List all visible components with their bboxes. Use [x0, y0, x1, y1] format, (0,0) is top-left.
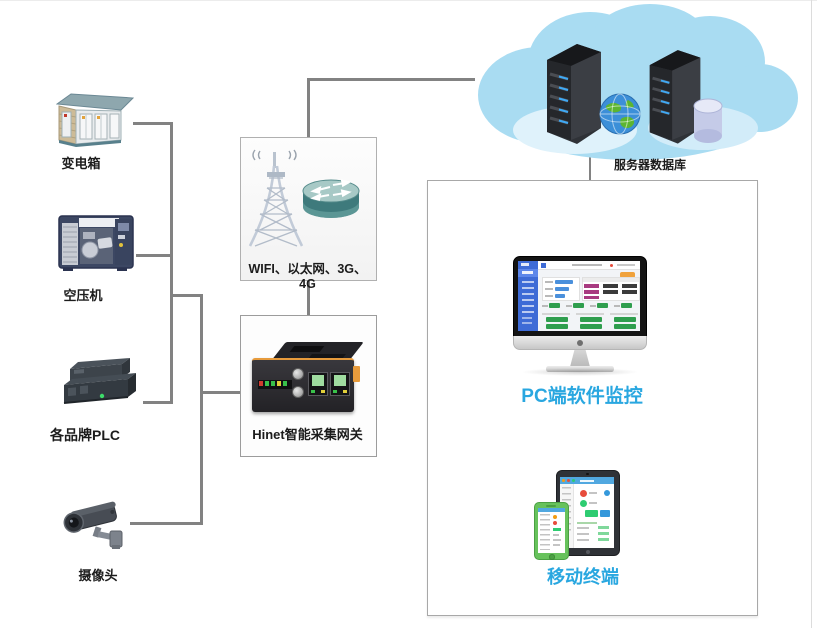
dashboard-orange-button — [620, 272, 635, 278]
dashboard-group-row — [542, 313, 638, 329]
server-database-label: 服务器数据库 — [613, 158, 686, 172]
imac-stand — [570, 350, 590, 367]
dashboard-topbar — [538, 261, 640, 270]
gateway-ethernet-port — [308, 372, 328, 396]
phone-screen — [537, 508, 565, 553]
gateway-device — [252, 342, 364, 420]
gateway-antenna-port — [292, 368, 304, 380]
imac — [513, 256, 647, 376]
network-label: WIFI、以太网、3G、4G — [248, 262, 367, 291]
gateway-body — [252, 358, 354, 412]
server-tower-icon — [547, 44, 601, 144]
compressor-image — [58, 215, 134, 271]
globe-icon — [599, 93, 641, 135]
imac-shadow — [521, 368, 639, 376]
page-top-edge — [0, 0, 817, 1]
dashboard-sidebar — [518, 261, 538, 331]
imac-chin — [513, 336, 647, 350]
cloud-shape — [478, 4, 798, 160]
plc-image — [63, 358, 136, 404]
gateway-mount-clip — [353, 366, 360, 382]
connector-plc-bus — [143, 401, 172, 404]
connector-bus1-vertical — [170, 122, 173, 404]
camera-label: 摄像头 — [78, 568, 118, 583]
pc-monitor-label: PC端软件监控 — [521, 386, 643, 407]
connector-bus2-gateway — [203, 391, 241, 394]
router-icon — [302, 179, 360, 218]
transformer-label: 变电箱 — [61, 156, 101, 171]
dashboard-table — [582, 277, 640, 301]
radio-tower-icon — [248, 149, 304, 247]
imac-base — [546, 366, 614, 372]
gateway-vent — [289, 346, 325, 352]
connector-network-cloud-vertical — [307, 78, 310, 138]
connector-bus2-vertical — [200, 294, 203, 525]
connector-camera-bus — [130, 522, 201, 525]
connector-network-gateway — [307, 280, 310, 316]
gateway-ethernet-port — [330, 372, 350, 396]
connector-cloud-platform — [589, 153, 591, 181]
compressor-label: 空压机 — [63, 288, 103, 303]
dashboard-status-row — [542, 303, 638, 310]
camera-image — [63, 501, 123, 549]
connector-network-cloud-horizontal — [307, 78, 475, 81]
apple-logo-icon — [577, 339, 583, 346]
mobile-terminal-label: 移动终端 — [547, 567, 619, 587]
imac-dashboard — [518, 261, 640, 331]
plc-label: 各品牌PLC — [50, 427, 120, 443]
connector-transformer-bus — [133, 122, 173, 125]
connector-compressor-bus — [136, 254, 173, 257]
connector-bus-jog — [170, 294, 203, 297]
tablet — [556, 470, 620, 556]
phone — [534, 502, 569, 560]
gateway-label: Hinet智能采集网关 — [252, 427, 363, 442]
server-tower-icon — [649, 50, 701, 144]
transformer-box-image — [56, 93, 134, 147]
mobile-devices — [534, 470, 624, 560]
page-right-edge — [811, 0, 812, 628]
dashboard-card — [542, 277, 580, 301]
gateway-led-strip — [258, 380, 292, 389]
gateway-antenna-port — [292, 386, 304, 398]
database-cylinder-icon — [693, 98, 723, 143]
